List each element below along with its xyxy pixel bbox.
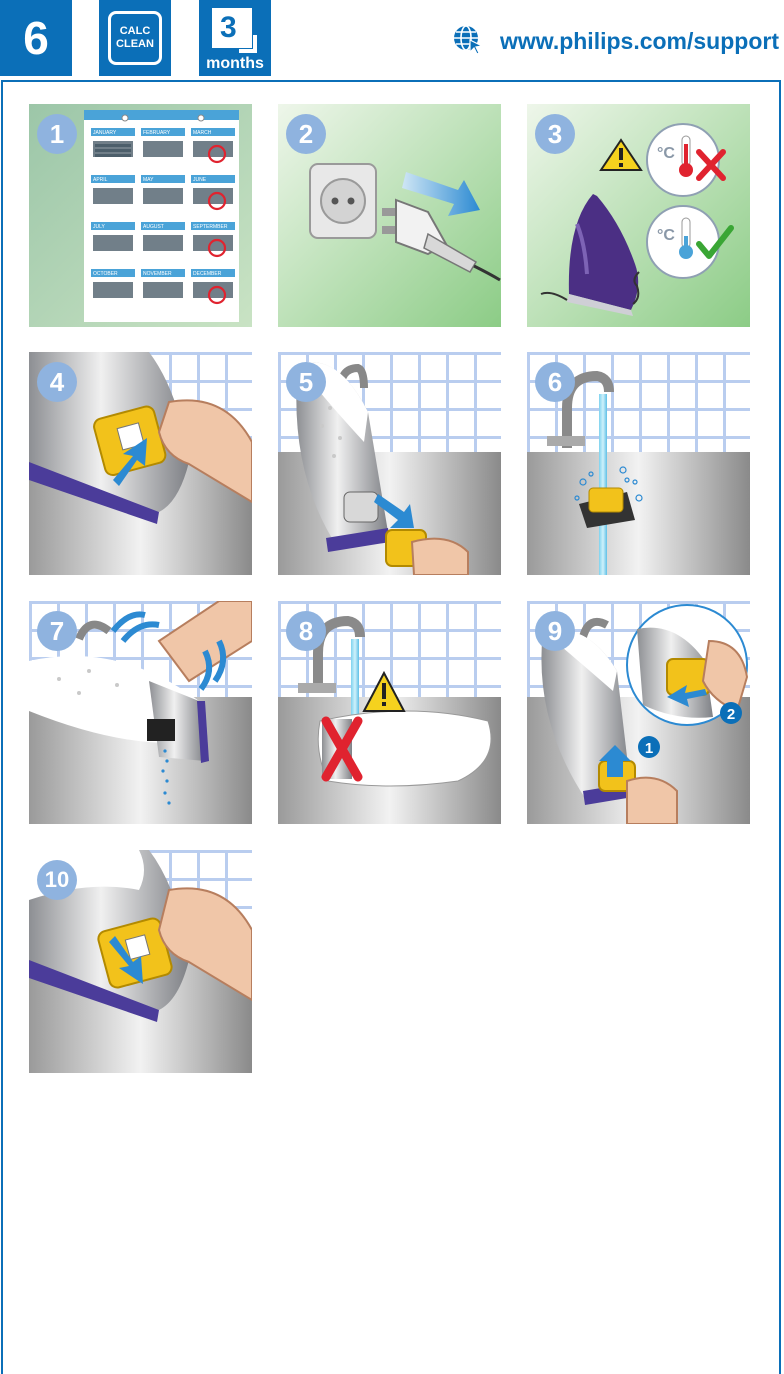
month-label: AUGUST xyxy=(143,224,164,230)
month-label: JUNE xyxy=(193,177,207,183)
month-label: JULY xyxy=(93,224,106,230)
step-number-badge: 9 xyxy=(535,611,575,651)
step-10-panel: 10 xyxy=(29,850,252,1073)
calc-clean-badge: CALC CLEAN xyxy=(99,0,171,76)
month-label: SEPTERMBER xyxy=(193,224,228,230)
step-number-badge: 1 xyxy=(37,114,77,154)
calc-clean-line2: CLEAN xyxy=(116,38,154,51)
month-label: DECEMBER xyxy=(193,271,222,277)
calendar-page-icon: 3 xyxy=(212,8,252,48)
step-7-panel: 7 xyxy=(29,601,252,824)
section-number: 6 xyxy=(0,0,72,76)
month-label: MAY xyxy=(143,177,154,183)
calc-clean-icon: CALC CLEAN xyxy=(108,11,162,65)
sub-step-2: 2 xyxy=(727,706,735,723)
step-number-badge: 3 xyxy=(535,114,575,154)
step-4-panel: 4 xyxy=(29,352,252,575)
step-1-panel: JANUARY FEBRUARY MARCH APRIL MAY JUNE JU… xyxy=(29,104,252,327)
step-number-badge: 5 xyxy=(286,362,326,402)
support-link[interactable]: www.philips.com/support xyxy=(500,28,779,55)
months-number: 3 xyxy=(220,11,237,44)
globe-cursor-icon xyxy=(452,24,484,56)
month-label: OCTOBER xyxy=(93,271,118,277)
sub-step-1: 1 xyxy=(645,740,653,757)
step-number-badge: 10 xyxy=(37,860,77,900)
step-6-panel: 6 xyxy=(527,352,750,575)
step-number-badge: 2 xyxy=(286,114,326,154)
temp-unit: °C xyxy=(657,145,675,162)
months-label: months xyxy=(199,55,271,73)
step-2-panel: 2 xyxy=(278,104,501,327)
calc-clean-line1: CALC xyxy=(120,25,151,38)
month-label: JANUARY xyxy=(93,130,117,136)
months-badge: 3 months xyxy=(199,0,271,76)
step-number-badge: 4 xyxy=(37,362,77,402)
month-label: FEBRUARY xyxy=(143,130,171,136)
month-label: NOVEMBER xyxy=(143,271,172,277)
header: 6 CALC CLEAN 3 months www.philips.com/su… xyxy=(0,0,784,76)
step-number-badge: 8 xyxy=(286,611,326,651)
month-label: APRIL xyxy=(93,177,108,183)
step-number-badge: 6 xyxy=(535,362,575,402)
step-3-panel: °C °C 3 xyxy=(527,104,750,327)
step-5-panel: 5 xyxy=(278,352,501,575)
step-9-panel: 1 2 9 xyxy=(527,601,750,824)
step-number-badge: 7 xyxy=(37,611,77,651)
temp-unit: °C xyxy=(657,227,675,244)
step-8-panel: 8 xyxy=(278,601,501,824)
month-label: MARCH xyxy=(193,130,212,136)
